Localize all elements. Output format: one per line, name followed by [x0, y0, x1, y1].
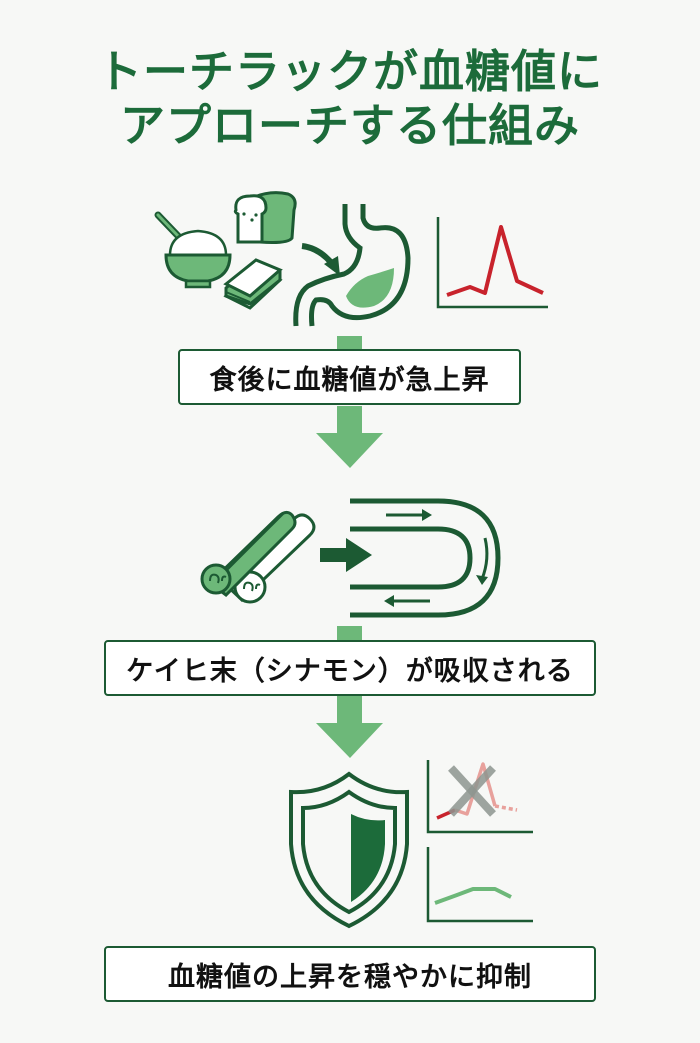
sandwich-icon — [223, 258, 283, 310]
absorption-flow-icon — [320, 498, 501, 618]
page-title-line-2: アプローチする仕組み — [119, 99, 580, 152]
bread-icon — [233, 191, 297, 244]
shield-icon — [289, 771, 409, 929]
crossed-spike-chart — [426, 760, 533, 834]
blood-sugar-spike-chart — [436, 217, 548, 309]
down-arrow-1 — [316, 336, 383, 468]
gentle-curve-chart — [426, 847, 533, 923]
step-3-box: 血糖値の上昇を穏やかに抑制 — [104, 946, 596, 1002]
step-1-box: 食後に血糖値が急上昇 — [178, 349, 521, 405]
step-3-label: 血糖値の上昇を穏やかに抑制 — [168, 961, 532, 993]
rice-bowl-icon — [154, 211, 232, 289]
food-to-stomach-arrow-icon — [301, 243, 340, 276]
page-title-line-1: トーチラックが血糖値に — [96, 45, 603, 98]
cinnamon-sticks-icon — [200, 510, 316, 604]
down-arrow-2 — [316, 626, 383, 758]
step-2-box: ケイヒ末（シナモン）が吸収される — [104, 640, 596, 696]
stomach-icon — [293, 204, 411, 327]
step-1-label: 食後に血糖値が急上昇 — [209, 364, 490, 396]
step-2-label: ケイヒ末（シナモン）が吸収される — [126, 655, 574, 687]
